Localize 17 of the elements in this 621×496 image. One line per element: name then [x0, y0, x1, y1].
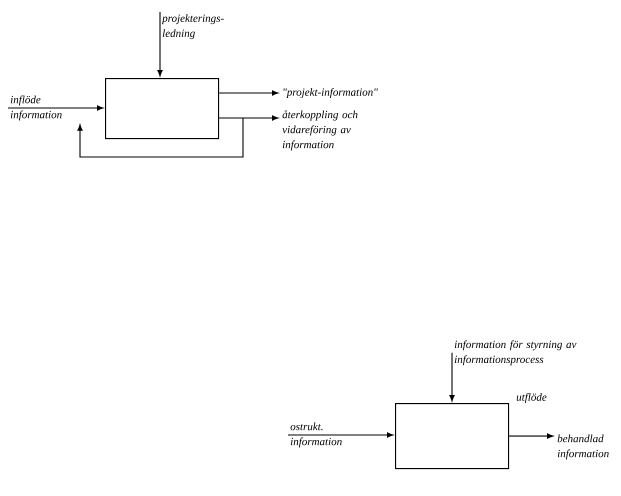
output-label: utflöde	[516, 392, 546, 404]
input-text: ostrukt. information	[290, 422, 342, 448]
process-box	[395, 403, 510, 470]
arrow	[77, 117, 244, 158]
arrow	[509, 433, 554, 439]
process-box	[105, 78, 220, 140]
arrow	[8, 105, 104, 111]
output-text: "projekt-information"	[284, 88, 378, 98]
arrow	[449, 352, 455, 402]
output-text: återkoppling och vidareföring av information	[282, 110, 358, 150]
input-text: inflöde information	[10, 95, 62, 121]
arrow	[157, 12, 163, 76]
arrow	[288, 432, 394, 438]
arrow	[219, 90, 278, 96]
input-text: projekterings- ledning	[162, 14, 224, 40]
output-text: behandlad information	[558, 434, 609, 460]
input-text: information för styrning av informationsprocess	[454, 340, 576, 366]
